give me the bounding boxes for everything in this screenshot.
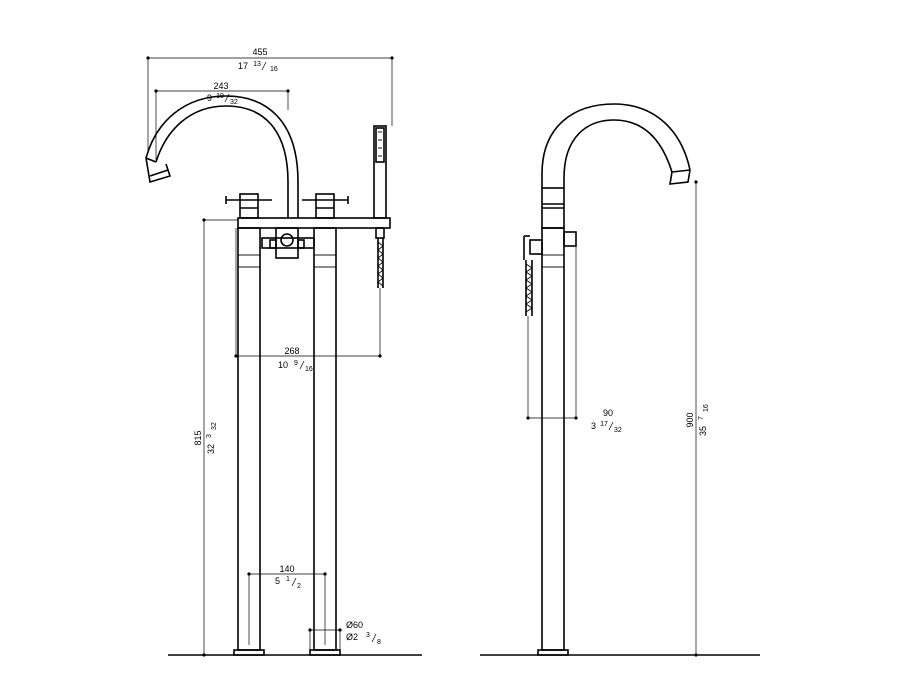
side-offset-in: 3 [591,421,596,431]
deck-bar [237,217,391,229]
side-hose [525,260,533,316]
overall-width-mm: 455 [252,47,267,57]
deck-height-in: 32 [206,444,216,454]
dim-side-offset: 90 3 17 32 [526,246,622,434]
leg-diameter-in-num: 3 [366,632,370,639]
side-view: 90 3 17 32 900 35 7 16 [480,103,760,657]
handshower-offset-in-den: 16 [305,366,313,373]
handshower-offset-mm: 268 [284,346,299,356]
right-handle [302,193,349,219]
spout [145,95,299,218]
spout-reach-in-num: 19 [216,93,224,100]
side-offset-mm: 90 [603,408,613,418]
side-offset-in-den: 32 [614,427,622,434]
diverter-body [261,227,315,259]
dim-spout-reach: 243 9 19 32 [154,81,290,160]
overall-width-in: 17 [238,61,248,71]
dim-handshower-offset: 268 10 9 16 [234,228,382,373]
side-column [537,187,569,656]
deck-height-in-den: 32 [211,422,218,430]
dim-total-height: 900 35 7 16 [685,180,710,657]
front-view: 455 17 13 16 243 9 19 32 268 10 9 [145,47,422,657]
leg-diameter-in-den: 8 [377,639,381,646]
side-knobs [523,231,577,260]
side-spout [541,103,691,188]
dim-leg-spacing: 140 5 1 2 [247,564,327,645]
leg-diameter-in: Ø2 [346,632,358,642]
deck-height-mm: 815 [193,430,203,445]
dim-leg-diameter: Ø60 Ø2 3 8 [308,620,381,650]
dim-deck-height: 815 32 3 32 [193,218,238,657]
total-height-in-den: 16 [703,404,710,412]
spout-reach-in: 9 [207,93,212,103]
total-height-in: 35 [698,426,708,436]
total-height-mm: 900 [685,412,695,427]
leg-diameter-mm: Ø60 [346,620,363,630]
spout-reach-in-den: 32 [230,99,238,106]
overall-width-in-den: 16 [270,66,278,73]
leg-spacing-in: 5 [275,576,280,586]
left-handle [225,193,272,219]
handshower-offset-in-num: 9 [294,360,298,367]
total-height-in-num: 7 [698,416,705,420]
hand-shower [373,125,387,288]
dim-overall-width: 455 17 13 16 [146,47,394,152]
deck-height-in-num: 3 [206,434,213,438]
spout-reach-mm: 243 [213,81,228,91]
side-offset-in-num: 17 [600,421,608,428]
leg-spacing-mm: 140 [279,564,294,574]
overall-width-in-num: 13 [253,61,261,68]
handshower-offset-in: 10 [278,360,288,370]
leg-spacing-in-den: 2 [297,583,301,590]
leg-spacing-in-num: 1 [286,576,290,583]
